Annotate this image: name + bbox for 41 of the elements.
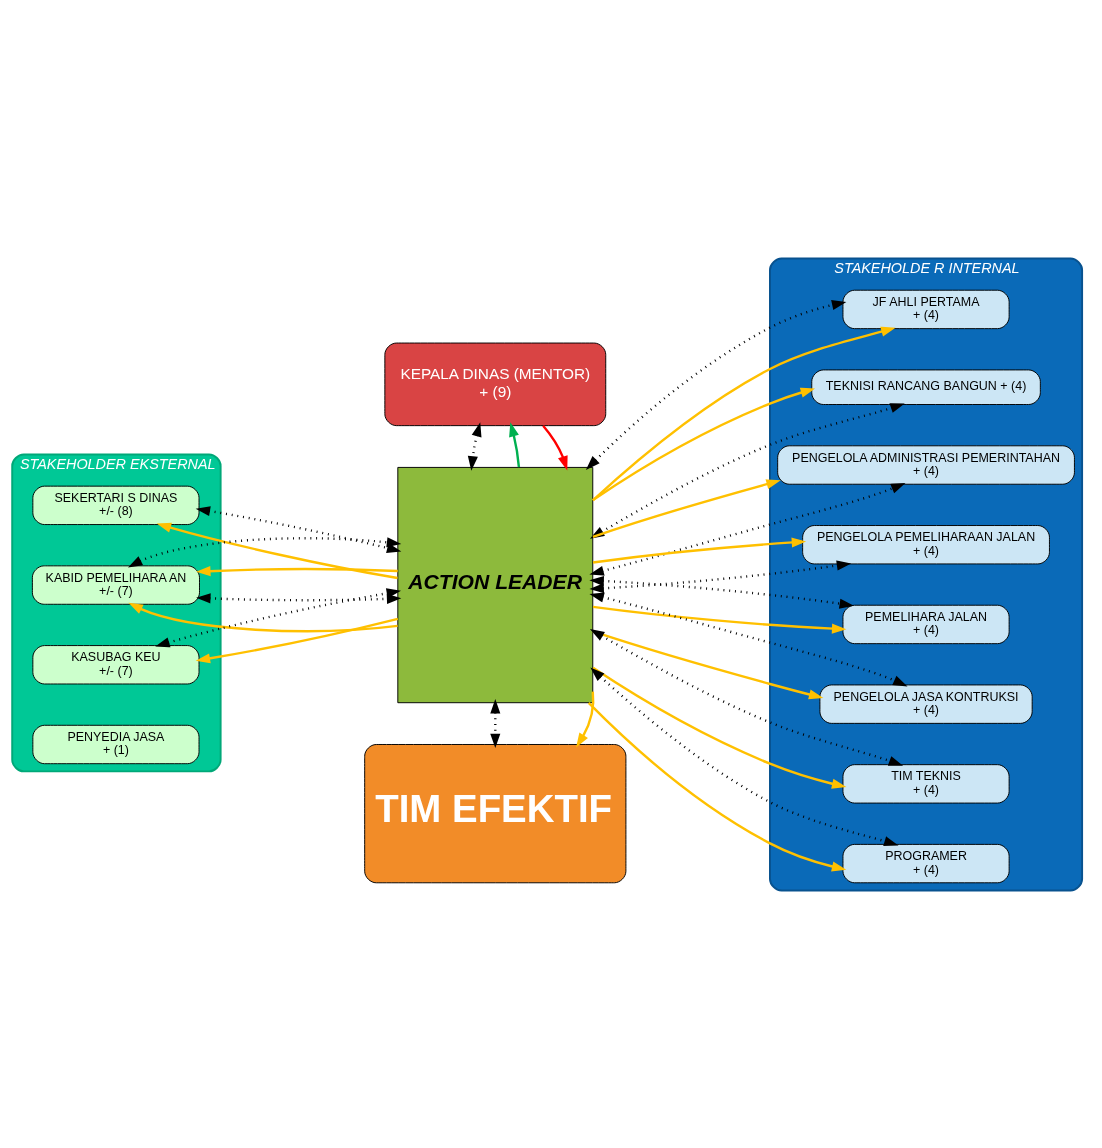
arrow — [585, 299, 847, 470]
arrow — [156, 522, 398, 579]
node-box: PENYEDIA JASA + (1) — [32, 724, 200, 764]
arrow — [195, 617, 399, 663]
arrow — [592, 536, 807, 564]
arrow — [589, 592, 908, 686]
node-box: SEKERTARI S DINAS +/- (8) — [32, 485, 200, 525]
arrow — [195, 505, 402, 553]
node-box: KEPALA DINAS (MENTOR) + (9) — [384, 342, 607, 426]
node-box: PEMELIHARA JALAN + (4) — [842, 604, 1010, 644]
arrow — [542, 424, 568, 470]
arrow — [196, 592, 402, 604]
arrow — [128, 536, 402, 567]
node-box: TIM EFEKTIF — [364, 743, 627, 883]
arrow — [128, 602, 398, 632]
arrow — [509, 421, 521, 467]
arrow — [490, 698, 501, 748]
arrow — [576, 690, 595, 748]
node-box: PENGELOLA ADMINISTRASI PEMERINTAHAN + (4) — [777, 444, 1075, 485]
arrow — [467, 421, 482, 471]
arrow — [592, 326, 896, 501]
node-box: PROGRAMER + (4) — [842, 843, 1010, 883]
node-box: TIM TEKNIS + (4) — [842, 763, 1010, 804]
node-box: PENGELOLA JASA KONTRUKSI + (4) — [819, 683, 1033, 724]
node-box: JF AHLI PERTAMA + (4) — [842, 289, 1010, 329]
node-box: TEKNISI RANCANG BANGUN + (4) — [811, 368, 1041, 405]
node-box: KABID PEMELIHARA AN +/- (7) — [31, 564, 200, 605]
arrow — [590, 667, 899, 846]
arrow — [589, 575, 854, 609]
node-box: KASUBAG KEU +/- (7) — [32, 644, 200, 684]
arrow — [196, 565, 398, 576]
node-box: PENGELOLA PEMELIHARAAN JALAN + (4) — [802, 524, 1050, 564]
arrow — [592, 478, 781, 538]
arrow — [592, 387, 816, 501]
arrow — [592, 605, 847, 634]
arrow — [155, 587, 401, 647]
arrow — [589, 628, 904, 766]
arrow — [592, 666, 847, 789]
arrow — [587, 701, 847, 871]
arrow — [589, 560, 852, 593]
node-box: ACTION LEADER — [397, 466, 594, 703]
